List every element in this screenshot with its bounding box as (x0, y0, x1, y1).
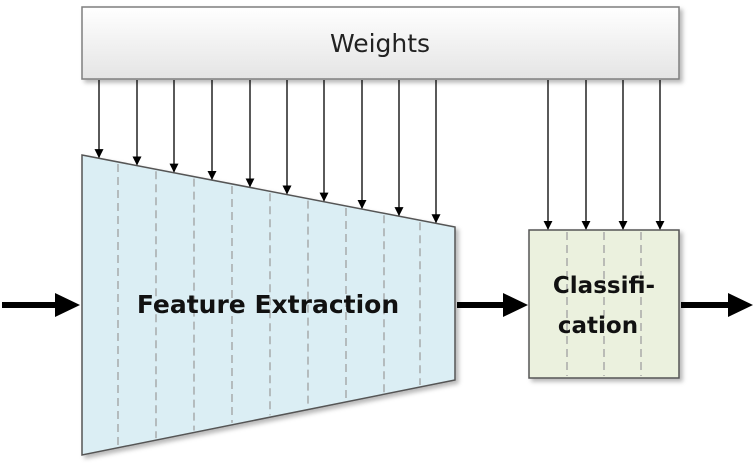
feature-extraction-dividers (117, 163, 421, 446)
weights-label: Weights (330, 29, 430, 58)
feature-extraction-shape (81, 154, 456, 456)
classification-dividers (566, 232, 642, 376)
classification-block: Classifi- cation (528, 229, 680, 379)
classification-label-line1: Classifi- (553, 273, 655, 299)
output-arrow (681, 293, 753, 317)
flow-arrows (2, 293, 753, 317)
weights-box: Weights (81, 6, 680, 80)
middle-arrow (457, 293, 528, 317)
feature-extraction-block: Feature Extraction (81, 154, 456, 456)
classification-label-line2: cation (558, 313, 638, 339)
feature-extraction-label: Feature Extraction (137, 290, 399, 319)
input-arrow (2, 293, 80, 317)
weight-arrows (94, 80, 665, 230)
